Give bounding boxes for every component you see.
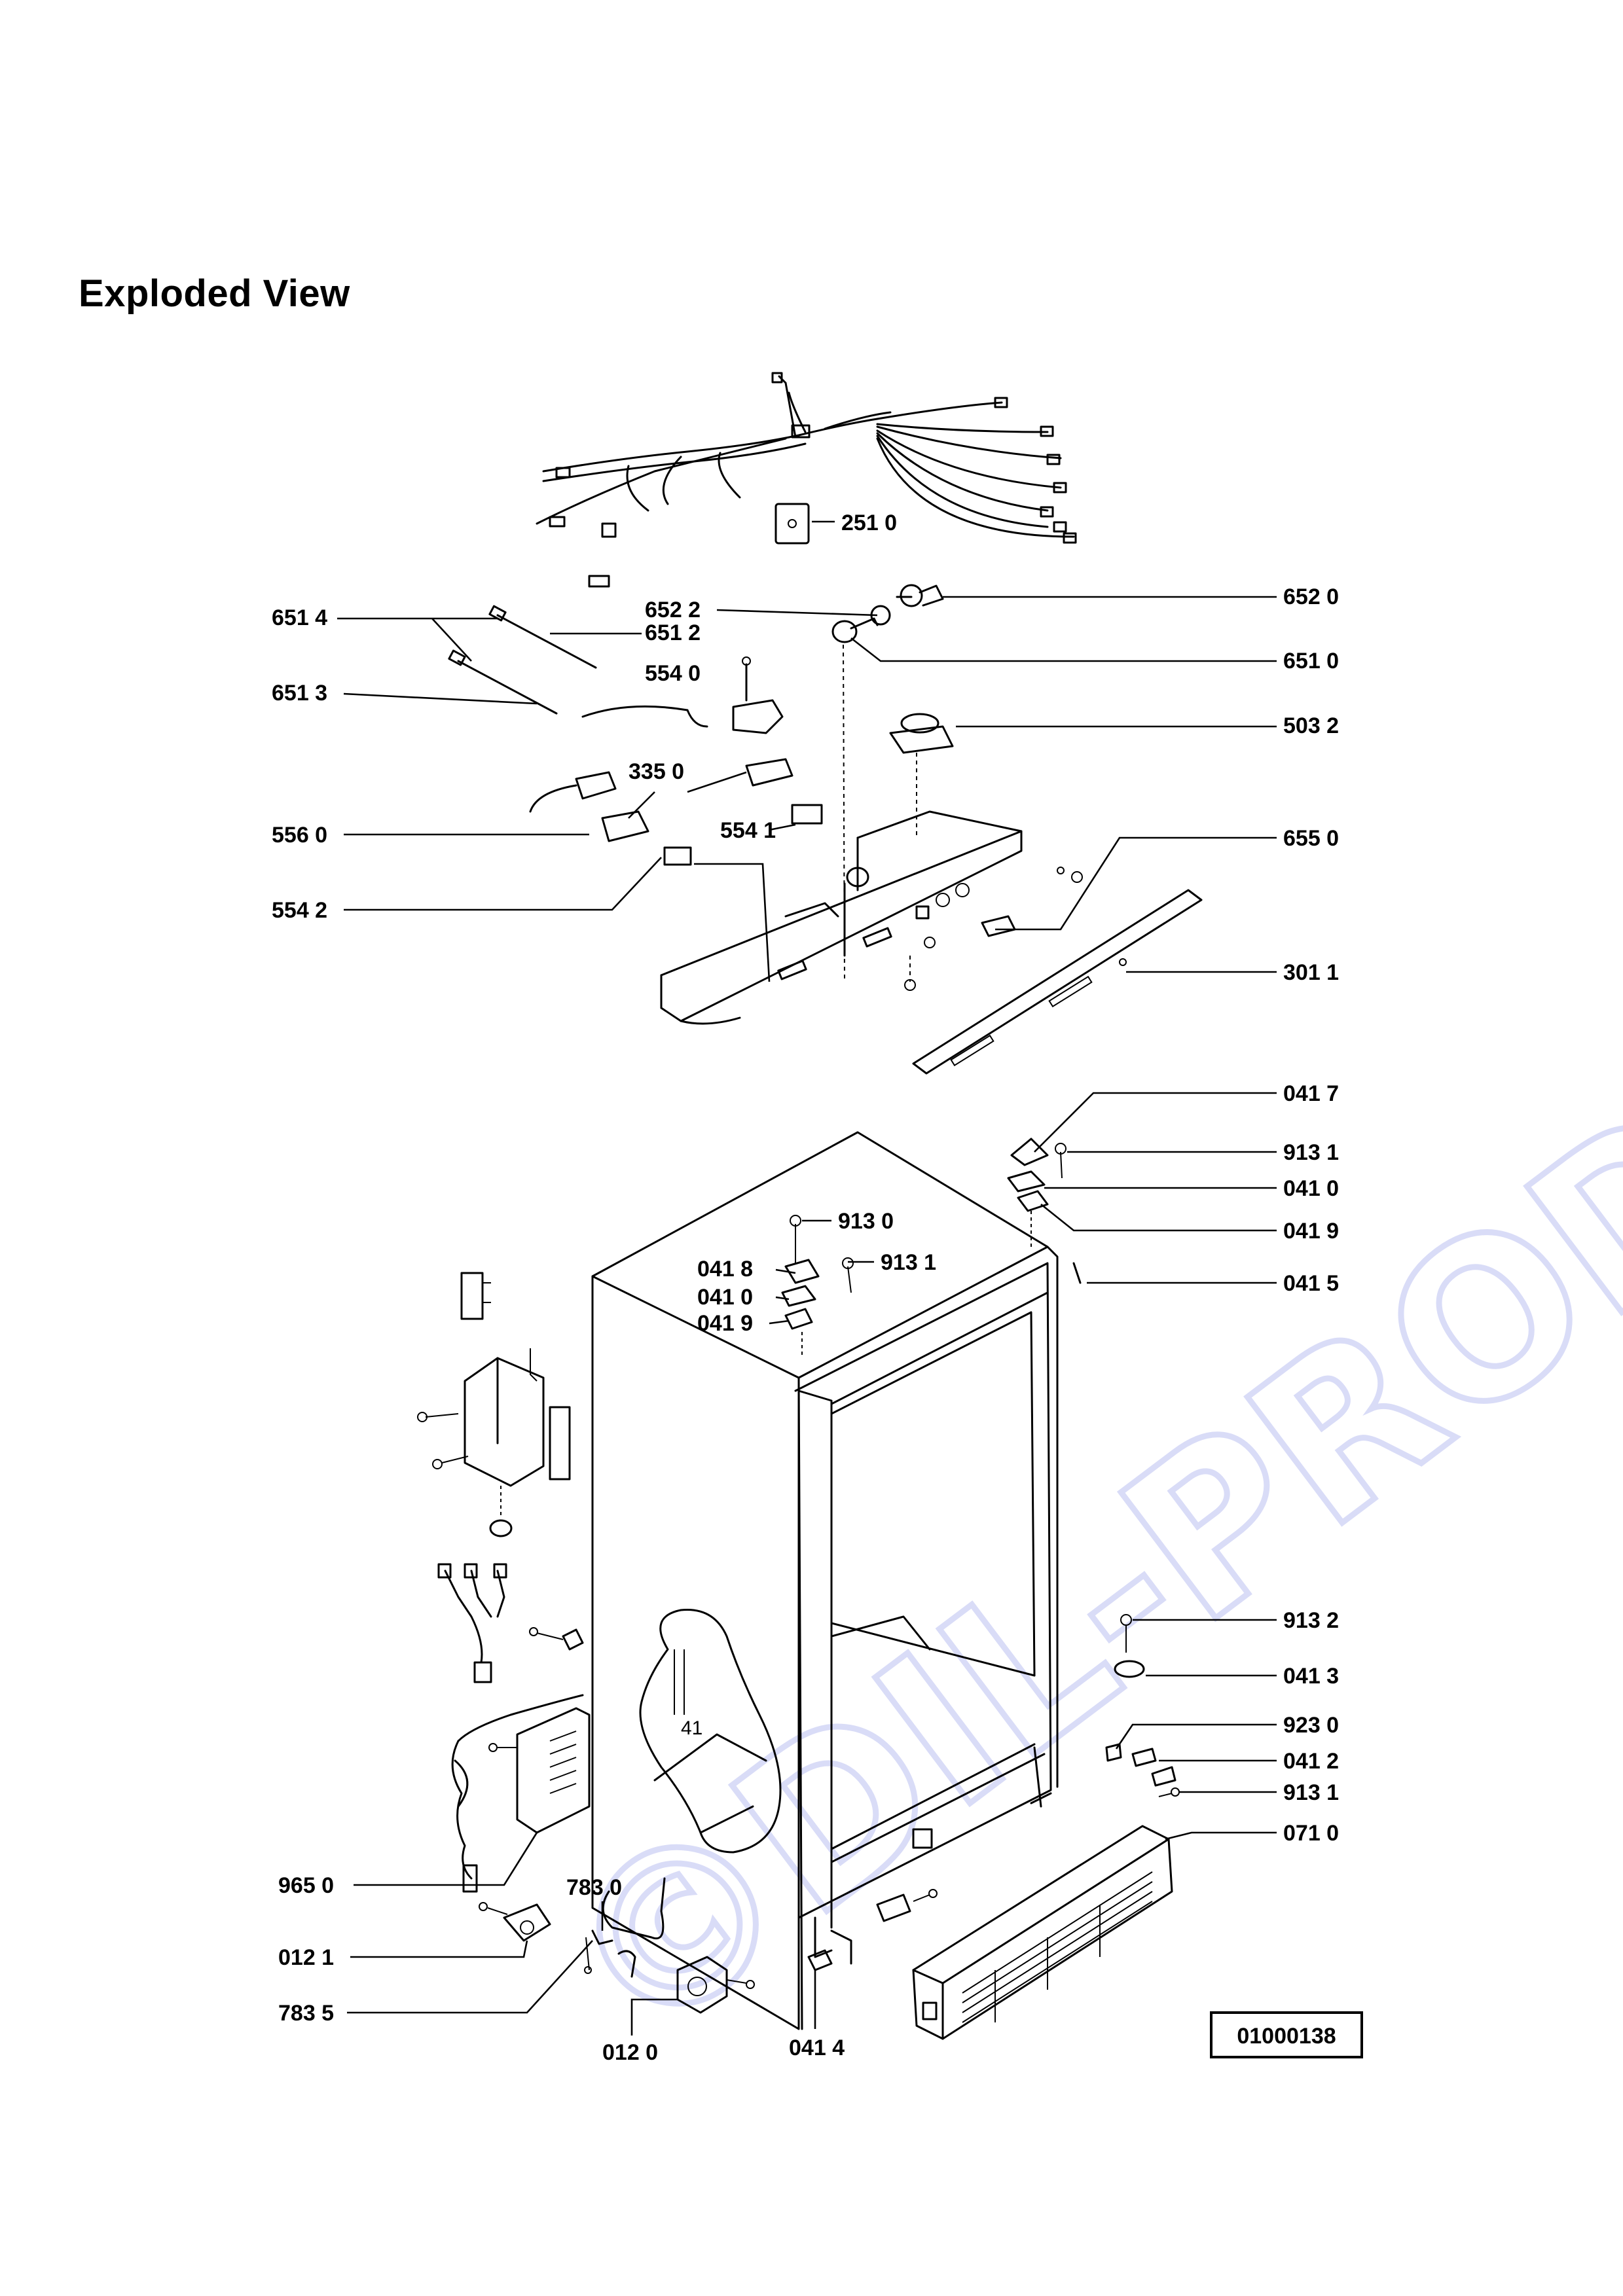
part-5540-switch — [732, 656, 784, 734]
rod-parts — [448, 605, 708, 728]
callout-6550: 655 0 — [1283, 826, 1339, 851]
right-hardware — [1105, 1614, 1180, 1797]
callout-9132: 913 2 — [1283, 1608, 1339, 1633]
part-2510-plate — [775, 503, 835, 545]
callout-6514: 651 4 — [272, 605, 327, 630]
part-0414-bracket — [807, 1828, 938, 1971]
part-3011-strip — [912, 889, 1203, 1075]
callout-2510: 251 0 — [841, 511, 897, 535]
part-5542-label — [663, 846, 692, 866]
watermark: ©DIL-PRODEJ.cz — [518, 717, 1623, 2093]
callout-0415: 041 5 — [1283, 1271, 1339, 1296]
callout-0120: 012 0 — [602, 2040, 658, 2065]
inline-label-41: 41 — [681, 1717, 702, 1739]
callout-9131-b: 913 1 — [881, 1250, 936, 1275]
callout-7830: 783 0 — [566, 1875, 622, 1900]
callout-0412: 041 2 — [1283, 1749, 1339, 1774]
hinge-top-center — [781, 1215, 854, 1358]
callout-7835: 783 5 — [278, 2001, 334, 2026]
callout-6522: 652 2 — [645, 598, 701, 622]
callout-5540: 554 0 — [645, 661, 701, 686]
callout-5032: 503 2 — [1283, 713, 1339, 738]
diagram-id: 01000138 — [1237, 2024, 1336, 2049]
callout-3350: 335 0 — [629, 759, 684, 784]
lamp-assembly — [831, 584, 944, 982]
callout-6512: 651 2 — [645, 620, 701, 645]
callout-6510: 651 0 — [1283, 649, 1339, 673]
page-title: Exploded View — [79, 272, 350, 315]
leader-lines — [337, 596, 1277, 2036]
part-5032-thermostat — [889, 713, 954, 838]
callout-9130: 913 0 — [838, 1209, 894, 1234]
hinge-top-right — [1007, 1138, 1082, 1284]
left-components — [417, 1272, 584, 1683]
callout-0410-a: 041 0 — [1283, 1176, 1339, 1201]
part-9650-relay — [451, 1694, 591, 1893]
callout-0414: 041 4 — [789, 2036, 845, 2060]
callout-3011: 301 1 — [1283, 960, 1339, 985]
callout-9650: 965 0 — [278, 1873, 334, 1898]
callout-0419-a: 041 9 — [1283, 1219, 1339, 1244]
callout-0417: 041 7 — [1283, 1081, 1339, 1106]
callout-9131-a: 913 1 — [1283, 1140, 1339, 1165]
callout-0410-b: 041 0 — [697, 1285, 753, 1310]
part-0121 — [479, 1902, 551, 1942]
callout-0419-b: 041 9 — [697, 1311, 753, 1336]
callout-6513: 651 3 — [272, 681, 327, 706]
part-3350-switches — [529, 758, 793, 842]
diagram-id-box: 01000138 — [1210, 2011, 1363, 2058]
control-housing — [660, 810, 1083, 1025]
part-0710-grille — [912, 1825, 1173, 2040]
callout-9131-c: 913 1 — [1283, 1780, 1339, 1805]
callout-0710: 071 0 — [1283, 1821, 1339, 1846]
wiring-harness — [536, 372, 1077, 588]
callout-5560: 556 0 — [272, 823, 327, 848]
callout-9230: 923 0 — [1283, 1713, 1339, 1738]
callout-5541: 554 1 — [720, 818, 776, 843]
callout-labels: 251 0 651 4 652 2 652 0 651 2 651 0 651 … — [272, 511, 1339, 2065]
callout-0413: 041 3 — [1283, 1664, 1339, 1689]
callout-0418: 041 8 — [697, 1257, 753, 1282]
callout-6520: 652 0 — [1283, 584, 1339, 609]
cabinet-body — [591, 1131, 1059, 2030]
part-7830-tube — [584, 1877, 666, 1978]
callout-0121: 012 1 — [278, 1945, 334, 1970]
part-5541-label — [791, 804, 823, 825]
callout-5542: 554 2 — [272, 898, 327, 923]
cabinet-cutout — [639, 1609, 782, 1854]
